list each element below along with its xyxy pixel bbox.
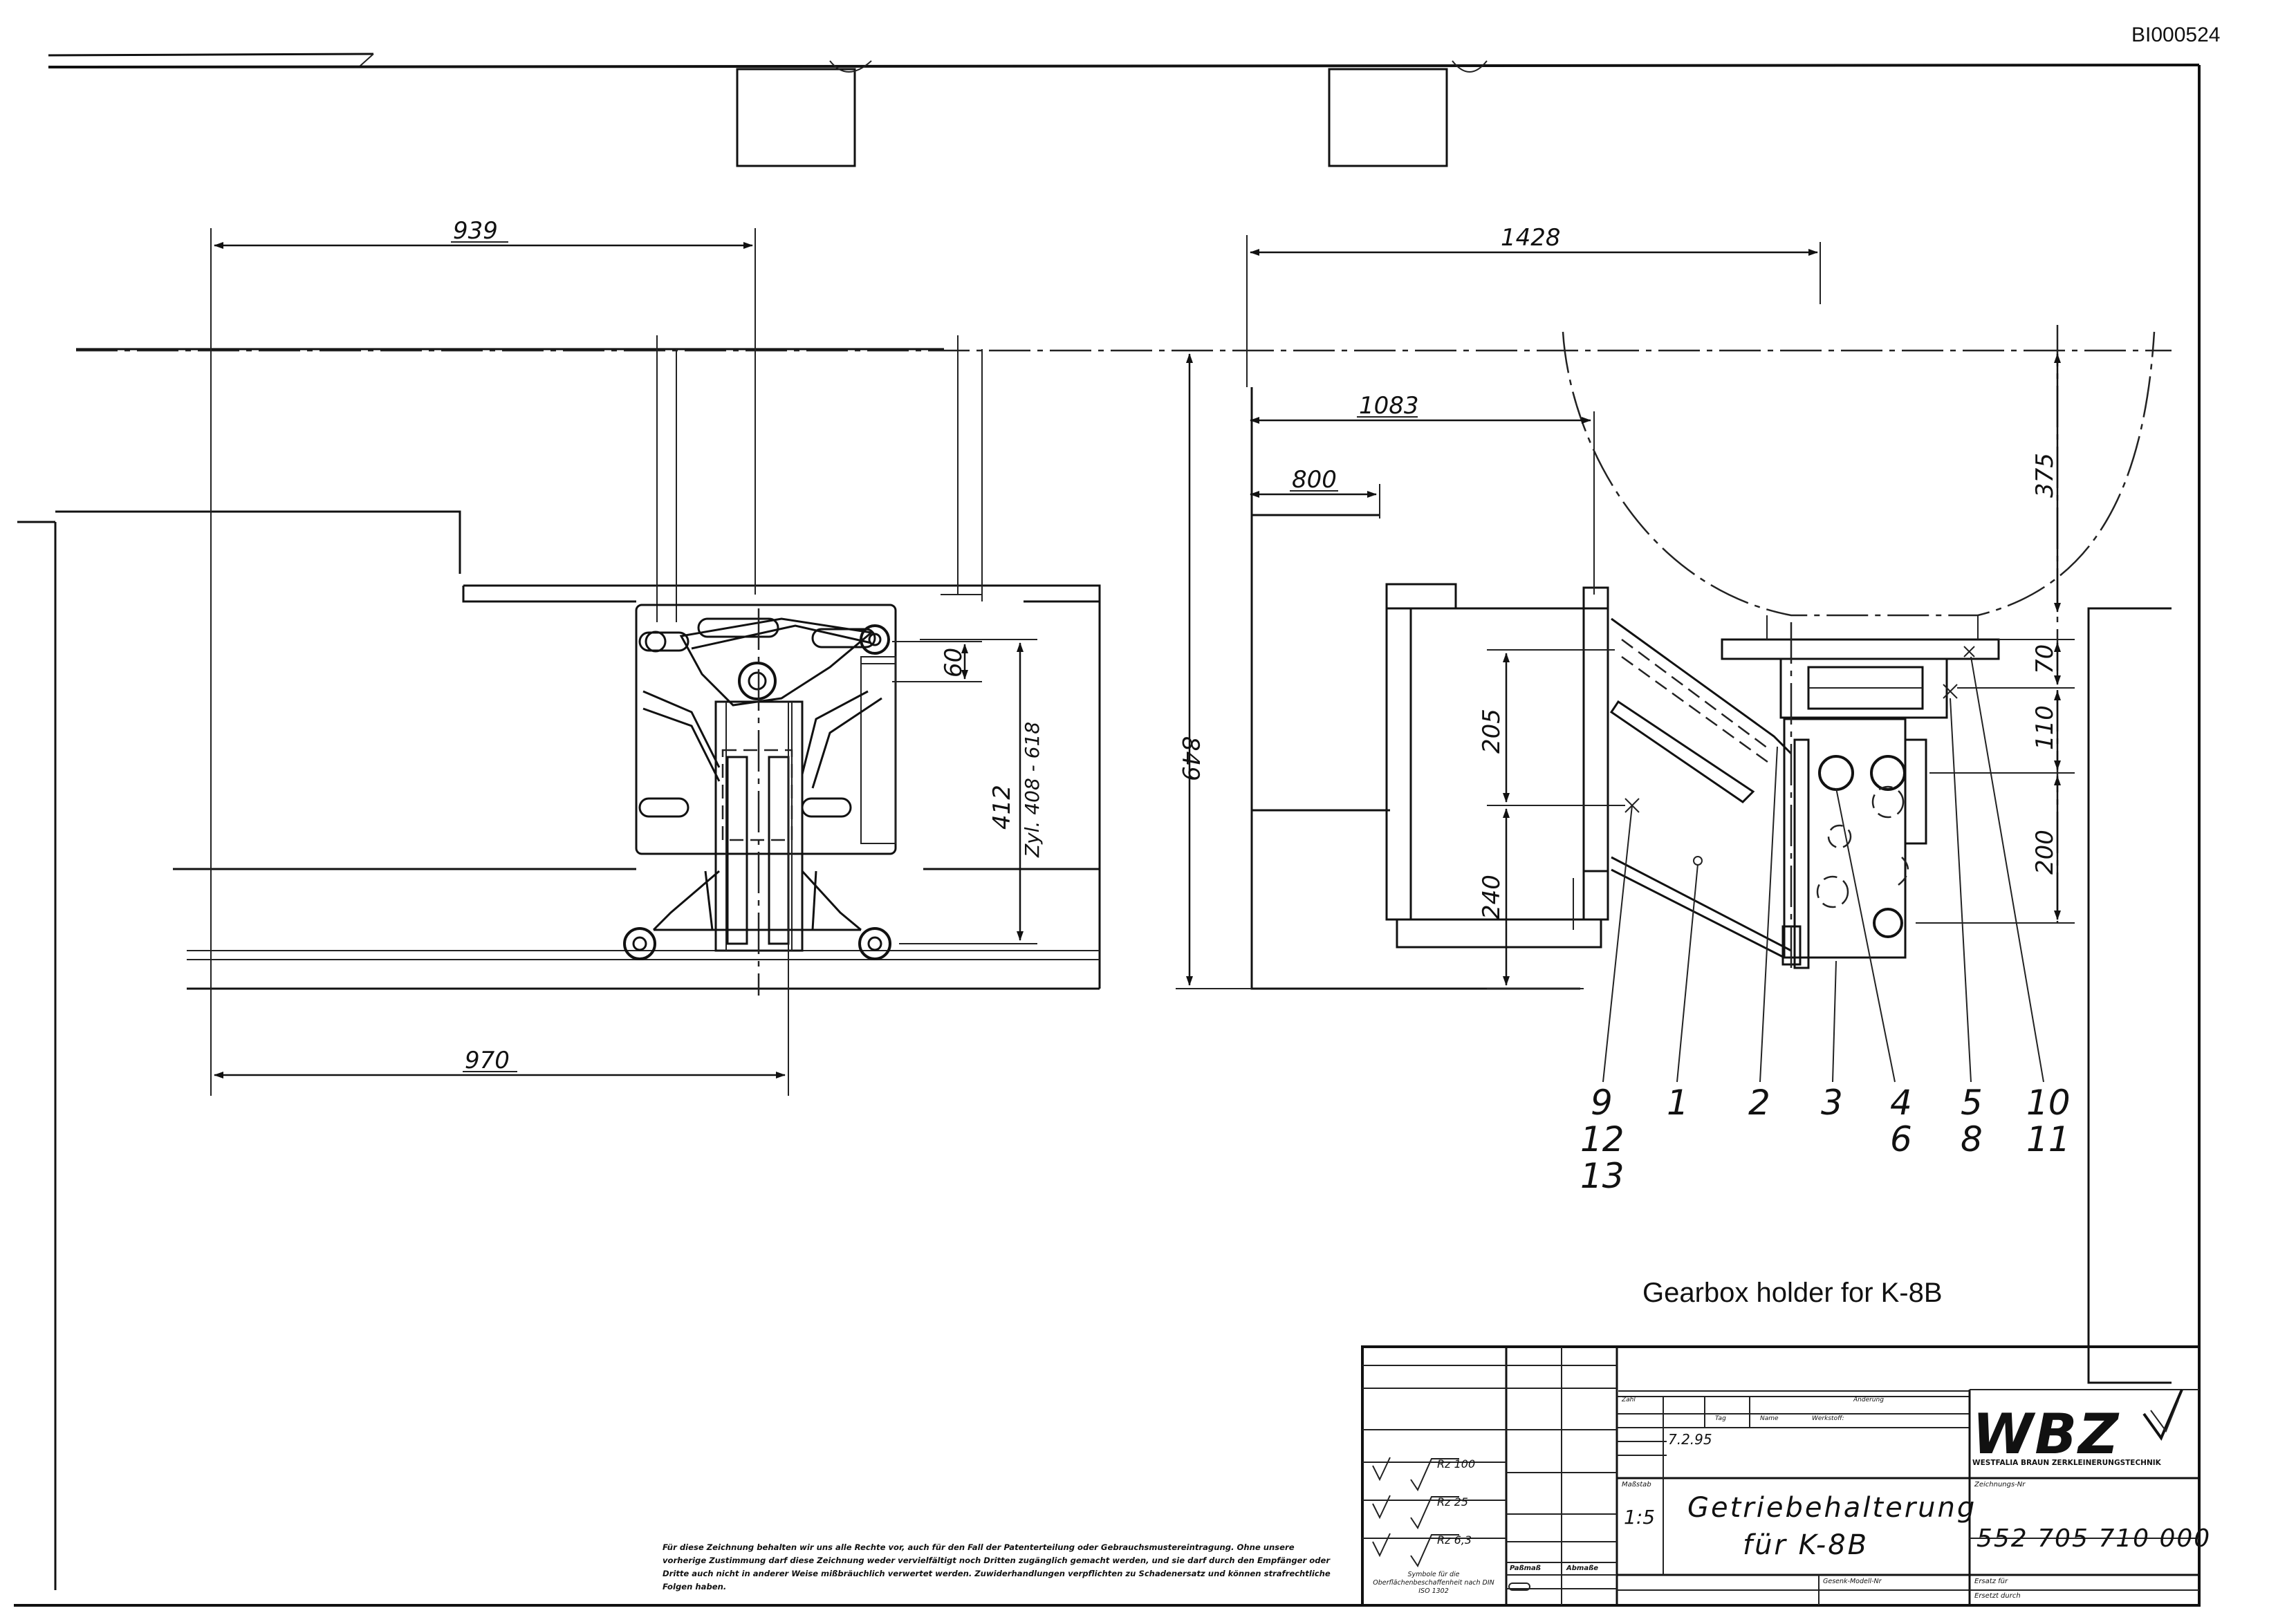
leader-lines bbox=[1602, 656, 2044, 1083]
part-label-5: 5 bbox=[1961, 1083, 1983, 1123]
document-id: BI000524 bbox=[2131, 24, 2221, 46]
dim-412: 412 bbox=[988, 785, 1016, 830]
dim-60: 60 bbox=[940, 648, 968, 678]
part-labels: 9 12 13 1 2 3 4 6 5 8 10 11 bbox=[1580, 1083, 2071, 1196]
header-zahl: Zahl bbox=[1622, 1397, 1636, 1403]
surface-symbol-rz100: Rz 100 bbox=[1437, 1457, 1476, 1471]
header-ersetzt-durch: Ersetzt durch bbox=[1974, 1592, 2021, 1600]
part-label-9: 9 bbox=[1591, 1083, 1613, 1123]
header-gesenk-modell-nr: Gesenk-Modell-Nr bbox=[1823, 1578, 1882, 1585]
dim-70: 70 bbox=[2031, 644, 2059, 674]
header-passmass: Paßmaß bbox=[1510, 1565, 1541, 1572]
header-tag: Tag bbox=[1715, 1415, 1726, 1422]
company-logo: WBZ bbox=[1972, 1402, 2120, 1466]
part-label-4: 4 bbox=[1890, 1083, 1912, 1123]
left-view: 939 60 412 Zyl. 408 - 618 970 bbox=[55, 217, 1101, 1096]
scale-value: 1:5 bbox=[1624, 1506, 1656, 1529]
dim-970: 970 bbox=[465, 1047, 510, 1074]
dim-240: 240 bbox=[1478, 875, 1506, 919]
dim-849: 849 bbox=[1176, 736, 1204, 781]
part-label-12: 12 bbox=[1580, 1119, 1624, 1159]
header-ersatz-fuer: Ersatz für bbox=[1974, 1578, 2008, 1585]
part-label-2: 2 bbox=[1748, 1083, 1770, 1123]
part-label-6: 6 bbox=[1890, 1119, 1912, 1159]
date-value: 7.2.95 bbox=[1668, 1431, 1712, 1448]
legal-notice: Für diese Zeichnung behalten wir uns all… bbox=[663, 1542, 1331, 1591]
right-view: 1428 1083 800 849 205 240 375 70 110 bbox=[76, 224, 2172, 1384]
dim-110: 110 bbox=[2031, 705, 2059, 750]
drawing-number: 552 705 710 000 bbox=[1976, 1524, 2212, 1553]
header-aenderung: Änderung bbox=[1853, 1397, 1884, 1403]
dim-205: 205 bbox=[1478, 709, 1506, 754]
company-name: WESTFALIA BRAUN ZERKLEINERUNGSTECHNIK bbox=[1972, 1459, 2161, 1467]
part-label-3: 3 bbox=[1821, 1083, 1843, 1123]
surface-symbols-note: Symbole für die Oberflächenbeschaffenhei… bbox=[1373, 1571, 1494, 1595]
header-name: Name bbox=[1760, 1415, 1779, 1422]
dim-375: 375 bbox=[2031, 453, 2059, 498]
title-block-grid bbox=[1361, 1345, 2201, 1607]
title-line-2: für K-8B bbox=[1743, 1529, 1869, 1561]
part-label-8: 8 bbox=[1961, 1119, 1983, 1159]
dim-800: 800 bbox=[1292, 466, 1337, 494]
part-label-10: 10 bbox=[2026, 1083, 2071, 1123]
surface-symbol-rz63: Rz 6,3 bbox=[1437, 1533, 1472, 1547]
surface-symbol-rz25: Rz 25 bbox=[1437, 1495, 1468, 1509]
header-zeichnungs-nr: Zeichnungs-Nr bbox=[1974, 1481, 2026, 1488]
title-line-1: Getriebehalterung bbox=[1687, 1492, 1977, 1524]
header-massstab: Maßstab bbox=[1622, 1481, 1651, 1488]
dim-939: 939 bbox=[453, 217, 498, 245]
caption: Gearbox holder for K-8B bbox=[1642, 1278, 1943, 1308]
dim-1083: 1083 bbox=[1359, 392, 1419, 420]
dim-cylinder-range: Zyl. 408 - 618 bbox=[1021, 722, 1044, 858]
header-abmasse: Abmaße bbox=[1566, 1565, 1599, 1572]
drawing-frame bbox=[14, 53, 2201, 1607]
dim-200: 200 bbox=[2031, 830, 2059, 875]
part-label-1: 1 bbox=[1667, 1083, 1689, 1123]
dim-1428: 1428 bbox=[1501, 224, 1561, 252]
part-label-11: 11 bbox=[2026, 1119, 2071, 1159]
header-werkstoff: Werkstoff: bbox=[1812, 1415, 1844, 1422]
part-label-13: 13 bbox=[1580, 1156, 1624, 1196]
